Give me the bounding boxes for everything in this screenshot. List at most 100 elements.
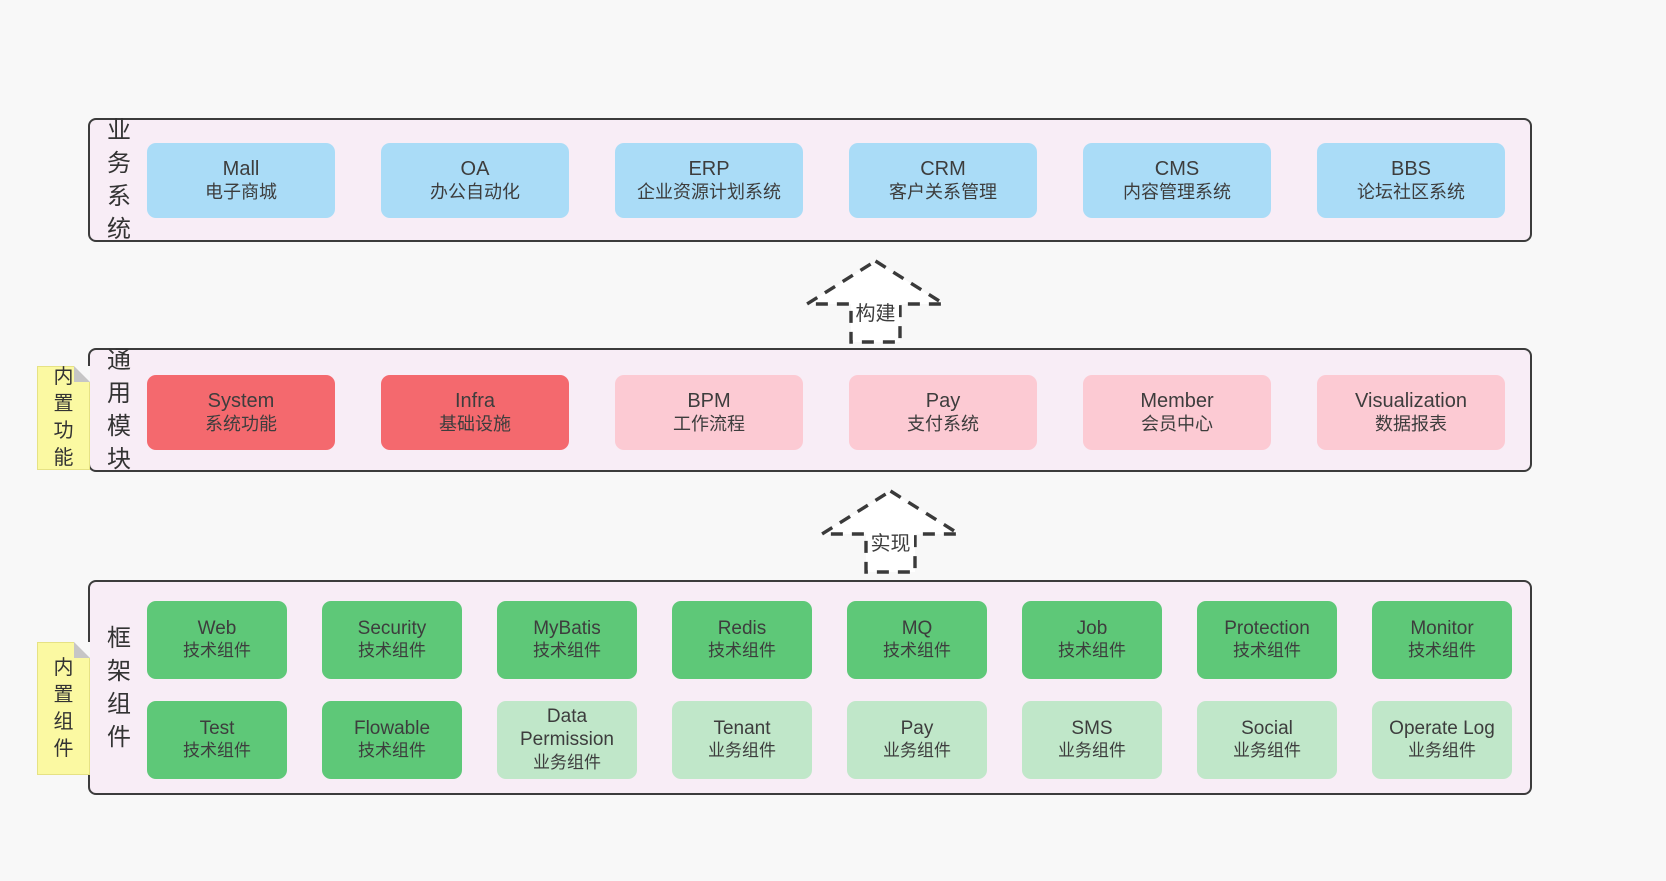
box-job: Job 技术组件 xyxy=(1022,601,1162,679)
box-pay-module: Pay 支付系统 xyxy=(849,375,1037,450)
arrow-implement: 实现 xyxy=(818,489,963,575)
box-title: Member xyxy=(1140,389,1214,412)
box-data-permission: Data Permission 业务组件 xyxy=(497,701,637,779)
box-title: Mall xyxy=(222,157,260,180)
box-subtitle: 办公自动化 xyxy=(430,181,520,202)
box-title: Redis xyxy=(717,617,767,639)
box-title: ERP xyxy=(688,157,730,180)
box-mall: Mall 电子商城 xyxy=(147,143,335,218)
box-pay-component: Pay 业务组件 xyxy=(847,701,987,779)
layer-label-common-modules: 通用模块 xyxy=(107,346,131,474)
box-flowable: Flowable 技术组件 xyxy=(322,701,462,779)
box-subtitle: 技术组件 xyxy=(183,641,251,661)
note-text: 内置功能 xyxy=(53,366,74,469)
box-subtitle: 业务组件 xyxy=(1058,741,1126,761)
layer-common-modules: 通用模块 System 系统功能 Infra 基础设施 BPM 工作流程 Pay… xyxy=(88,347,1532,473)
box-subtitle: 技术组件 xyxy=(708,641,776,661)
box-subtitle: 支付系统 xyxy=(907,413,979,434)
box-title: Test xyxy=(199,717,235,739)
box-title: Visualization xyxy=(1355,389,1467,412)
box-visualization: Visualization 数据报表 xyxy=(1317,375,1505,450)
box-protection: Protection 技术组件 xyxy=(1197,601,1337,679)
box-subtitle: 企业资源计划系统 xyxy=(637,181,781,202)
box-title: CRM xyxy=(920,157,966,180)
box-oa: OA 办公自动化 xyxy=(381,143,569,218)
layer-framework-components: 框架组件 Web 技术组件 Security 技术组件 MyBatis 技术组件… xyxy=(88,580,1532,795)
box-title: SMS xyxy=(1071,717,1113,739)
box-title: Monitor xyxy=(1410,617,1474,639)
box-title: Data Permission xyxy=(520,706,614,750)
framework-components-row-2: Test 技术组件 Flowable 技术组件 Data Permission … xyxy=(147,701,1512,779)
common-modules-row: System 系统功能 Infra 基础设施 BPM 工作流程 Pay 支付系统… xyxy=(147,375,1505,450)
box-mq: MQ 技术组件 xyxy=(847,601,987,679)
box-subtitle: 技术组件 xyxy=(1233,641,1301,661)
box-bbs: BBS 论坛社区系统 xyxy=(1317,143,1505,218)
box-subtitle: 电子商城 xyxy=(205,181,277,202)
box-subtitle: 内容管理系统 xyxy=(1123,181,1231,202)
box-infra: Infra 基础设施 xyxy=(381,375,569,450)
box-title: OA xyxy=(460,157,490,180)
box-subtitle: 基础设施 xyxy=(439,413,511,434)
box-redis: Redis 技术组件 xyxy=(672,601,812,679)
box-title: CMS xyxy=(1154,157,1200,180)
box-system: System 系统功能 xyxy=(147,375,335,450)
box-subtitle: 工作流程 xyxy=(673,413,745,434)
layer-label-business-systems: 业务系统 xyxy=(107,116,131,244)
box-title: Infra xyxy=(454,389,496,412)
box-subtitle: 业务组件 xyxy=(1408,741,1476,761)
box-crm: CRM 客户关系管理 xyxy=(849,143,1037,218)
box-subtitle: 论坛社区系统 xyxy=(1357,181,1465,202)
box-test: Test 技术组件 xyxy=(147,701,287,779)
box-member: Member 会员中心 xyxy=(1083,375,1271,450)
box-title: BBS xyxy=(1390,157,1432,180)
box-title: Social xyxy=(1241,717,1293,739)
box-social: Social 业务组件 xyxy=(1197,701,1337,779)
layer-label-framework-components: 框架组件 xyxy=(107,624,131,751)
box-subtitle: 技术组件 xyxy=(358,641,426,661)
framework-components-row-1: Web 技术组件 Security 技术组件 MyBatis 技术组件 Redi… xyxy=(147,601,1512,679)
box-subtitle: 技术组件 xyxy=(1408,641,1476,661)
box-subtitle: 会员中心 xyxy=(1141,413,1213,434)
box-title: Pay xyxy=(925,389,961,412)
box-title: Web xyxy=(197,617,237,639)
note-built-in-features: 内置功能 xyxy=(37,366,90,470)
arrow-implement-label: 实现 xyxy=(867,527,914,556)
box-subtitle: 技术组件 xyxy=(183,741,251,761)
box-title: System xyxy=(207,389,275,412)
box-security: Security 技术组件 xyxy=(322,601,462,679)
note-text: 内置组件 xyxy=(53,656,74,760)
arrow-build-label: 构建 xyxy=(852,297,899,326)
box-title: MQ xyxy=(901,617,933,639)
box-subtitle: 技术组件 xyxy=(1058,641,1126,661)
arrow-build: 构建 xyxy=(803,259,948,345)
box-subtitle: 业务组件 xyxy=(883,741,951,761)
box-title: Protection xyxy=(1224,617,1310,639)
business-systems-row: Mall 电子商城 OA 办公自动化 ERP 企业资源计划系统 CRM 客户关系… xyxy=(147,143,1505,218)
box-subtitle: 业务组件 xyxy=(708,741,776,761)
box-operate-log: Operate Log 业务组件 xyxy=(1372,701,1512,779)
box-title: MyBatis xyxy=(533,617,601,639)
box-erp: ERP 企业资源计划系统 xyxy=(615,143,803,218)
layer-business-systems: 业务系统 Mall 电子商城 OA 办公自动化 ERP 企业资源计划系统 CRM… xyxy=(88,117,1532,243)
box-subtitle: 系统功能 xyxy=(205,413,277,434)
box-subtitle: 技术组件 xyxy=(883,641,951,661)
box-subtitle: 技术组件 xyxy=(358,741,426,761)
box-monitor: Monitor 技术组件 xyxy=(1372,601,1512,679)
box-title: BPM xyxy=(687,389,731,412)
box-bpm: BPM 工作流程 xyxy=(615,375,803,450)
box-title: Operate Log xyxy=(1389,717,1495,739)
box-tenant: Tenant 业务组件 xyxy=(672,701,812,779)
box-subtitle: 业务组件 xyxy=(1233,741,1301,761)
box-title: Tenant xyxy=(713,717,771,739)
box-cms: CMS 内容管理系统 xyxy=(1083,143,1271,218)
box-subtitle: 客户关系管理 xyxy=(889,181,997,202)
box-subtitle: 技术组件 xyxy=(533,641,601,661)
box-subtitle: 数据报表 xyxy=(1375,413,1447,434)
box-sms: SMS 业务组件 xyxy=(1022,701,1162,779)
box-title: Security xyxy=(357,617,427,639)
note-built-in-components: 内置组件 xyxy=(37,642,90,775)
box-mybatis: MyBatis 技术组件 xyxy=(497,601,637,679)
box-title: Flowable xyxy=(353,717,431,739)
box-subtitle: 业务组件 xyxy=(533,752,601,772)
box-web: Web 技术组件 xyxy=(147,601,287,679)
